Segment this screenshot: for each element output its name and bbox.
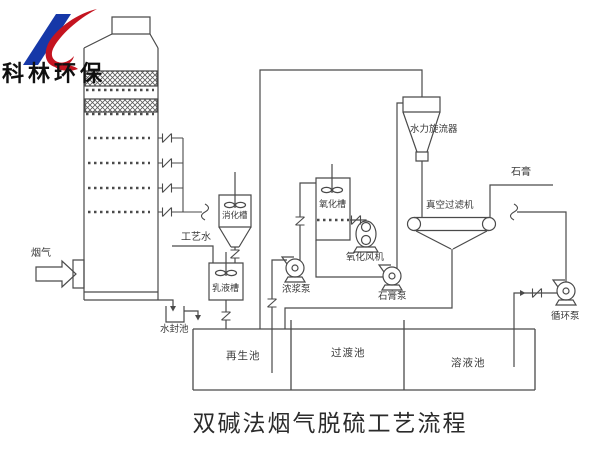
label-oxidation-tank: 氧化槽 (319, 199, 347, 209)
process-water-line (172, 246, 213, 263)
demister-pad (85, 71, 157, 86)
stirrer-icon (225, 202, 235, 207)
label-gypsum: 石膏 (511, 167, 531, 178)
water-seal-pool (158, 300, 202, 322)
label-gypsum-pump: 石膏泵 (378, 291, 407, 302)
vacuum-filter (285, 185, 553, 329)
label-emulsion-tank: 乳液槽 (212, 283, 240, 293)
label-hydrocyclone: 水力旋流器 (410, 124, 458, 135)
diagram-title: 双碱法烟气脱硫工艺流程 (192, 411, 468, 436)
valve-icon (161, 182, 173, 194)
valve-icon (161, 206, 173, 218)
stirrer-icon (333, 187, 343, 192)
circulation-pump (509, 203, 577, 367)
slurry-pump (266, 183, 317, 373)
pump-icon (281, 256, 306, 283)
flue-gas-arrow-icon (36, 261, 76, 287)
overflow-return-pipe (260, 70, 422, 329)
company-logo-icon (23, 9, 97, 71)
stirrer-icon (322, 187, 332, 192)
label-circulation-pump: 循环泵 (551, 311, 580, 322)
label-slurry-pump: 浓浆泵 (282, 284, 311, 295)
filtrate-pipe (285, 249, 452, 329)
oxidation-blower (350, 214, 378, 253)
demister-pad (85, 99, 157, 112)
flue-gas-inlet (36, 260, 84, 288)
stirrer-icon (227, 270, 237, 275)
label-oxidation-blower: 氧化风机 (346, 252, 385, 263)
label-digestion-tank: 消化槽 (222, 210, 248, 220)
digestion-tank (219, 172, 251, 263)
valve-icon (266, 298, 278, 308)
valve-icon (294, 216, 306, 226)
hydrocyclone (260, 70, 440, 329)
label-water-seal-pool: 水封池 (160, 324, 189, 335)
label-flue-gas: 烟气 (31, 248, 51, 259)
valve-icon (229, 249, 241, 259)
absorption-tower (84, 17, 158, 300)
label-process-water: 工艺水 (181, 232, 211, 243)
gypsum-pump (316, 103, 403, 291)
pools (193, 320, 535, 390)
spray-valve-manifold (158, 132, 210, 221)
valve-icon (161, 132, 173, 144)
oxidation-tank (316, 164, 350, 240)
label-regeneration-pool: 再生池 (226, 350, 261, 362)
label-solution-pool: 溶液池 (451, 357, 486, 369)
belt-roller (483, 218, 496, 231)
valve-icon (161, 157, 173, 169)
label-transition-pool: 过渡池 (331, 347, 366, 359)
stirrer-icon (236, 202, 246, 207)
belt-roller (408, 218, 421, 231)
company-name: 科林环保 (2, 61, 107, 86)
valve-icon (220, 311, 232, 321)
pipe-break-icon (509, 203, 519, 221)
inlet-duct (73, 260, 84, 288)
pipe-break-icon (200, 203, 210, 221)
stirrer-icon (216, 270, 226, 275)
gypsum-out-pipe (490, 185, 553, 218)
label-vacuum-filter: 真空过滤机 (426, 200, 474, 211)
tower-stack (112, 17, 150, 34)
blower-icon (356, 221, 376, 247)
emulsion-tank (209, 252, 243, 329)
